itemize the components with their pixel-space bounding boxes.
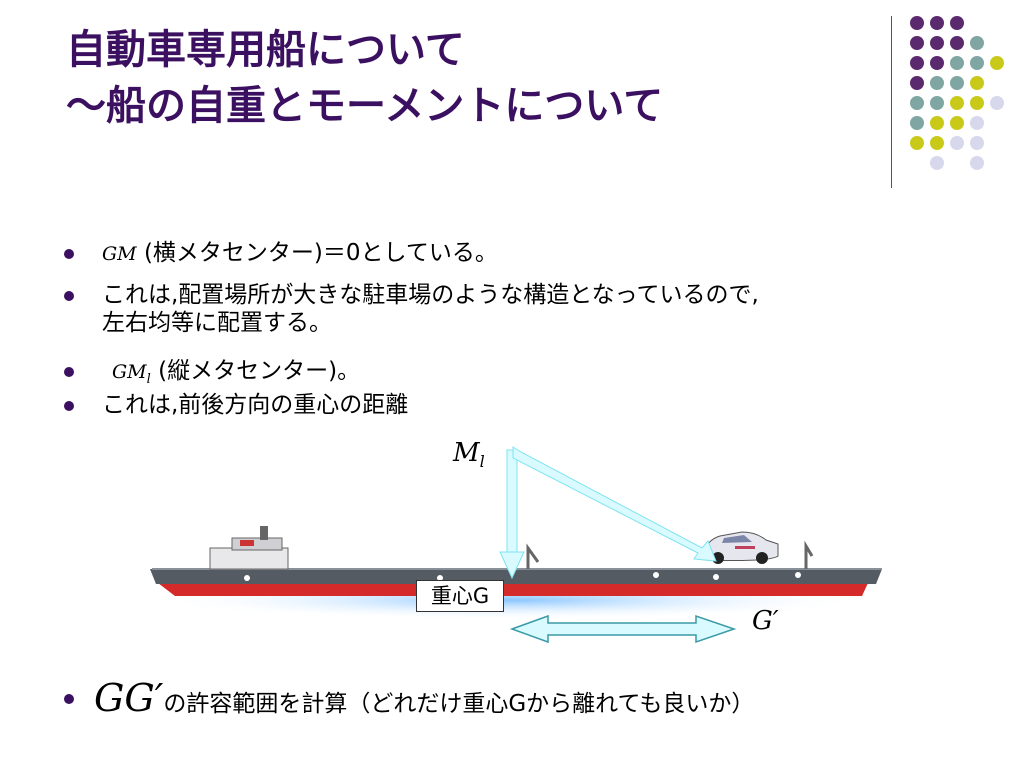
deco-dot	[950, 136, 964, 150]
deck-porthole	[653, 572, 659, 578]
bullet-body: これは,前後方向の重心の距離	[102, 392, 409, 418]
math-ggprime: GG′	[94, 676, 164, 720]
deco-dot	[950, 96, 964, 110]
deco-dot	[930, 136, 944, 150]
deco-dot	[930, 156, 944, 170]
bullet-text: GMl (縦メタセンター)。	[112, 356, 360, 395]
bullet-body: の許容範囲を計算（どれだけ重心Gから離れても良いか）	[163, 691, 755, 717]
center-of-gravity-label: 重心G	[416, 580, 504, 612]
deco-dot	[930, 116, 944, 130]
deco-dot	[910, 116, 924, 130]
deco-dot	[910, 136, 924, 150]
metacenter-diagonal-arrow	[512, 446, 717, 562]
deco-dot	[950, 56, 964, 70]
ship-hull-red	[158, 583, 868, 596]
deco-dot	[970, 36, 984, 50]
ship-bridge	[209, 547, 289, 570]
deco-dot	[910, 56, 924, 70]
deco-dot	[950, 76, 964, 90]
bullet-body: これは,配置場所が大きな駐車場のような構造となっているので,	[102, 282, 759, 308]
deck-crane	[804, 540, 814, 569]
deco-dot	[930, 36, 944, 50]
bullet-dot	[64, 367, 74, 377]
bullet-text: GM (横メタセンター)＝0としている。	[102, 238, 498, 269]
deco-dot	[910, 96, 924, 110]
metacenter-label: Ml	[453, 438, 485, 472]
title-line-2: 〜船の自重とモーメントについて	[66, 83, 664, 129]
deco-dot	[910, 76, 924, 90]
deck-porthole	[713, 574, 719, 580]
deco-dot	[930, 76, 944, 90]
deco-dot	[970, 76, 984, 90]
gg-prime-double-arrow	[509, 614, 737, 644]
deco-dot	[930, 96, 944, 110]
bullet-dot	[64, 249, 74, 259]
deco-dot	[970, 56, 984, 70]
bullet-body: 左右均等に配置する。	[102, 310, 332, 336]
math-gm: GM	[102, 243, 137, 265]
deco-dot	[950, 36, 964, 50]
deco-dot	[970, 96, 984, 110]
deco-dot	[910, 36, 924, 50]
ship-funnel	[260, 526, 268, 540]
math-gml: GMl	[112, 361, 151, 387]
ship-hull-grey	[150, 569, 882, 584]
bullet-body: (縦メタセンター)。	[150, 358, 361, 384]
title-line-1: 自動車専用船について	[66, 27, 465, 73]
deco-dot	[970, 116, 984, 130]
deco-dot	[950, 16, 964, 30]
deck-porthole	[244, 575, 250, 581]
bullet-dot	[64, 291, 74, 301]
bullet-body: (横メタセンター)＝0としている。	[136, 240, 498, 266]
ship-funnel-red	[240, 540, 254, 546]
deck-porthole	[795, 572, 801, 578]
ship-bridge-upper	[231, 537, 283, 551]
deco-dot	[930, 56, 944, 70]
deco-dot	[990, 56, 1004, 70]
deck-crane	[526, 543, 540, 569]
deco-dot	[970, 156, 984, 170]
deco-dot	[950, 116, 964, 130]
deco-dot	[930, 16, 944, 30]
bullet-dot	[64, 401, 74, 411]
bullet-text: GG′の許容範囲を計算（どれだけ重心Gから離れても良いか）	[94, 672, 754, 730]
deco-dot	[990, 96, 1004, 110]
deck-porthole	[437, 575, 443, 581]
g-prime-label: G′	[752, 606, 779, 636]
decorative-divider-line	[891, 16, 892, 188]
deco-dot	[910, 16, 924, 30]
slide-title: 自動車専用船について 〜船の自重とモーメントについて	[66, 22, 866, 134]
metacenter-vertical-arrow	[499, 449, 525, 580]
bullet-dot	[64, 694, 74, 704]
deco-dot	[970, 136, 984, 150]
